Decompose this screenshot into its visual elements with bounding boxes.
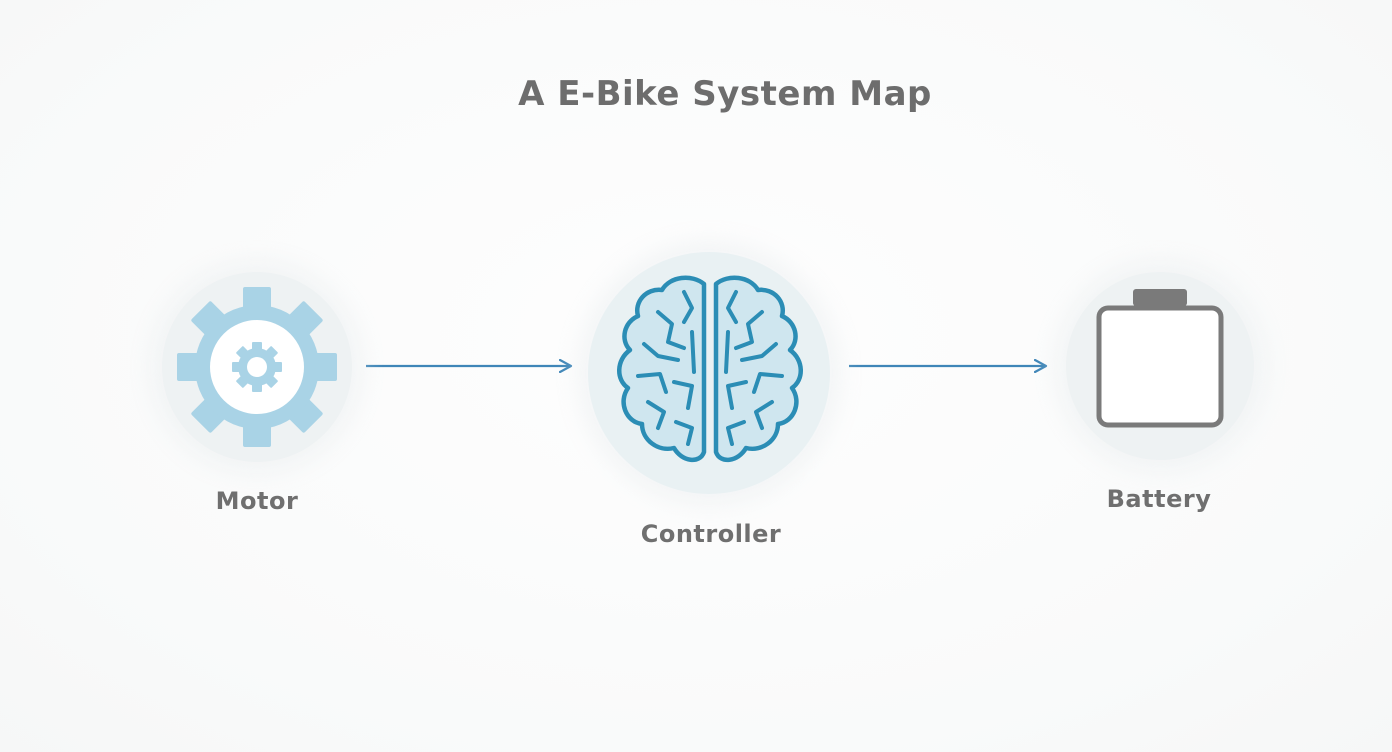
gear-icon [177, 287, 337, 447]
controller-label: Controller [640, 520, 782, 548]
battery-icon [1096, 289, 1224, 428]
brain-icon [617, 275, 803, 462]
node-controller[interactable] [588, 252, 830, 494]
motor-label: Motor [215, 487, 299, 515]
battery-label: Battery [1106, 485, 1212, 513]
node-motor[interactable] [162, 272, 352, 462]
node-battery[interactable] [1066, 272, 1254, 460]
diagram-title: A E-Bike System Map [518, 74, 932, 114]
